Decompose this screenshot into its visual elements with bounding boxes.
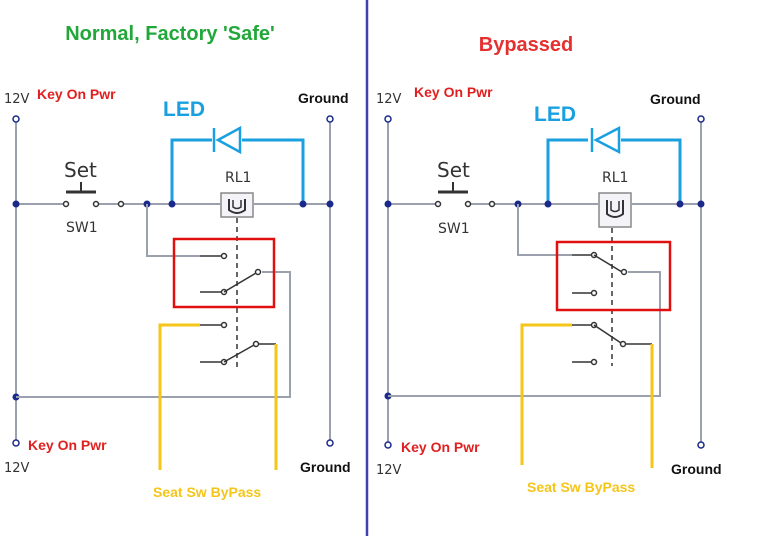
- bottom-key-on-label: Key On Pwr: [401, 439, 480, 455]
- feedback-wire: [388, 271, 661, 397]
- switch-contact-left: [62, 200, 70, 208]
- led-icon: [593, 125, 621, 155]
- terminal-bottom-12v: [12, 439, 20, 447]
- terminal-sw-out: [117, 200, 125, 208]
- led-wire: [170, 138, 212, 204]
- switch-label: Set: [437, 158, 470, 182]
- led-icon: [215, 125, 242, 155]
- ground-bottom-label: Ground: [671, 461, 722, 477]
- top-voltage-label: 12V: [4, 92, 30, 107]
- led-wire: [546, 138, 588, 204]
- top-voltage-label: 12V: [376, 92, 402, 107]
- contact-terminal: [619, 340, 627, 348]
- ground-bottom-label: Ground: [300, 459, 351, 475]
- switch-contact-right: [92, 200, 100, 208]
- switch-contact-right: [464, 200, 472, 208]
- contact-feed-wire: [146, 204, 200, 257]
- switch-contact-left: [434, 200, 442, 208]
- panel-heading: Bypassed: [479, 34, 574, 56]
- panel-heading: Normal, Factory 'Safe': [65, 23, 275, 45]
- node: [384, 200, 392, 208]
- relay-coil-icon: [606, 200, 624, 218]
- relay-coil-inner: [610, 201, 620, 213]
- panel-bypassed: Bypassed 12V Key On Pwr Ground Set SW1 L…: [376, 34, 722, 495]
- switch-id: SW1: [438, 221, 470, 237]
- top-key-on-label: Key On Pwr: [37, 86, 116, 102]
- ground-top-label: Ground: [298, 90, 349, 106]
- relay-label: RL1: [602, 170, 628, 186]
- terminal-ground-bottom: [326, 439, 334, 447]
- terminal-top-12v: [12, 115, 20, 123]
- node: [544, 200, 552, 208]
- relay-coil-inner: [232, 200, 242, 210]
- led-wire-return: [242, 138, 305, 204]
- contact-terminal: [220, 252, 228, 260]
- terminal-top-12v: [384, 115, 392, 123]
- contact-terminal: [590, 289, 598, 297]
- node: [168, 200, 176, 208]
- led-wire-return: [621, 138, 682, 204]
- panel-normal: Normal, Factory 'Safe' 12V Key On Pwr Gr…: [4, 23, 351, 500]
- node: [697, 200, 705, 208]
- switch-label: Set: [64, 158, 97, 182]
- terminal-bottom-12v: [384, 441, 392, 449]
- node: [12, 200, 20, 208]
- contact-terminal: [220, 321, 228, 329]
- contact-terminal: [252, 340, 260, 348]
- contact-arm-2: [593, 324, 622, 344]
- relay-contact-highlight: [555, 240, 672, 312]
- ground-top-label: Ground: [650, 91, 701, 107]
- contact-arm-1: [593, 254, 623, 273]
- switch-id: SW1: [66, 220, 98, 236]
- seat-bypass-wire-a: [158, 323, 200, 470]
- relay-coil: [598, 192, 632, 228]
- seat-bypass-wire-a: [520, 323, 572, 465]
- top-key-on-label: Key On Pwr: [414, 84, 493, 100]
- contact-terminal: [590, 358, 598, 366]
- contact-feed-wire: [517, 204, 572, 256]
- terminal-ground-top: [697, 115, 705, 123]
- node: [326, 200, 334, 208]
- terminal-ground-top: [326, 115, 334, 123]
- node: [676, 200, 684, 208]
- contact-arm-2: [223, 344, 255, 363]
- feedback-wire: [16, 271, 291, 398]
- seat-bypass-label: Seat Sw ByPass: [153, 484, 261, 500]
- relay-coil-icon: [228, 199, 246, 214]
- led-label: LED: [534, 103, 576, 126]
- bottom-voltage-label: 12V: [4, 461, 30, 476]
- contact-arm-1: [223, 272, 257, 293]
- led-label: LED: [163, 98, 205, 121]
- terminal-sw-out: [488, 200, 496, 208]
- relay-label: RL1: [225, 170, 251, 186]
- seat-bypass-label: Seat Sw ByPass: [527, 479, 635, 495]
- node: [299, 200, 307, 208]
- relay-contact-highlight: [172, 237, 276, 309]
- terminal-ground-bottom: [697, 441, 705, 449]
- bottom-key-on-label: Key On Pwr: [28, 437, 107, 453]
- contact-terminal: [254, 268, 262, 276]
- contact-terminal: [620, 268, 628, 276]
- bottom-voltage-label: 12V: [376, 463, 402, 478]
